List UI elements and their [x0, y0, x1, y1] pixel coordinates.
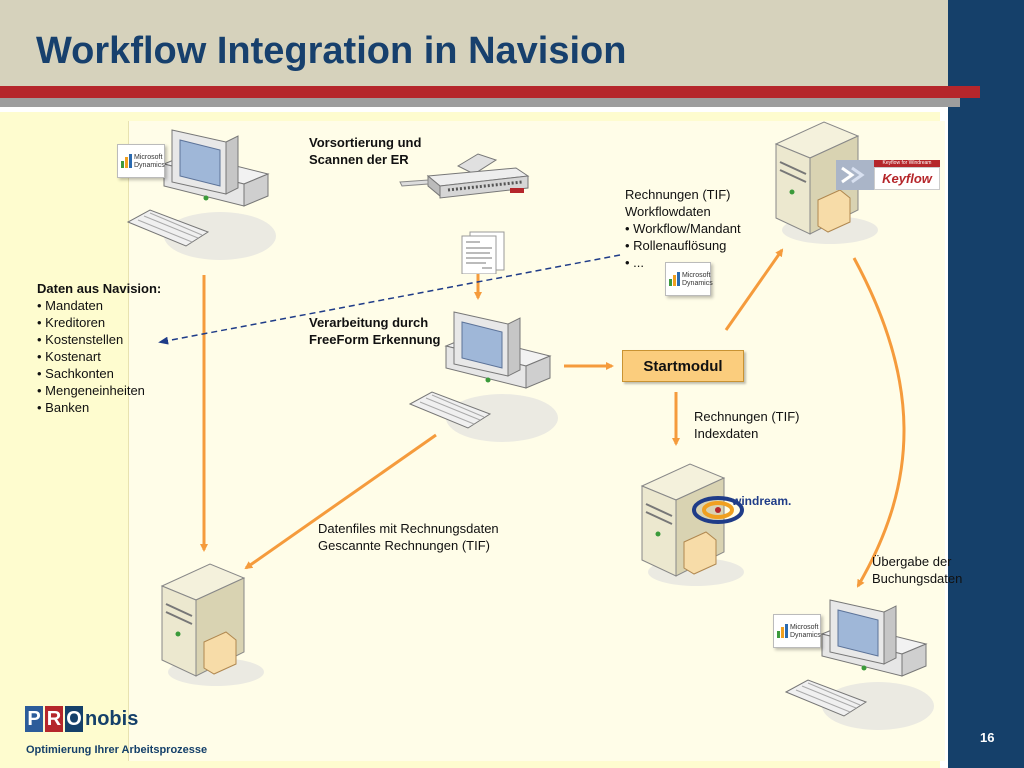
microsoft-text: Microsoft	[134, 154, 163, 161]
keyflow-wordmark: Keyflow	[874, 167, 940, 190]
navision-computer	[126, 129, 276, 260]
scan-label: Vorsortierung und Scannen der ER	[309, 135, 422, 167]
keyflow-swirl-icon	[841, 166, 865, 184]
windream-server	[640, 463, 744, 586]
uebergabe-label: Übergabe der Buchungsdaten	[872, 554, 963, 586]
windream-swirl-icon	[692, 496, 744, 524]
slide-title: Workflow Integration in Navision	[36, 30, 627, 72]
red-band	[0, 86, 980, 98]
arrow-startmodul-to-keyflow	[724, 248, 784, 331]
dynamics-text: Dynamics	[682, 280, 713, 287]
datafiles-label: Datenfiles mit Rechnungsdaten Gescannte …	[318, 521, 499, 553]
dynamics-icon	[669, 272, 680, 286]
document-icon	[461, 231, 505, 274]
freeform-label: Verarbeitung durch FreeForm Erkennung	[309, 315, 441, 347]
keyflow-banner: Keyflow for Windream	[874, 160, 940, 167]
startmodul-box: Startmodul	[622, 350, 744, 382]
microsoft-dynamics-logo-navision: Microsoft Dynamics	[117, 144, 165, 178]
file-server	[160, 563, 264, 686]
footer-tagline: Optimierung Ihrer Arbeitsprozesse	[26, 744, 208, 756]
keyflow-server	[774, 121, 878, 244]
pronobis-letter-r: R	[45, 706, 63, 732]
arrow-dashed-data	[158, 254, 621, 345]
microsoft-text: Microsoft	[790, 624, 819, 631]
side-panel	[948, 0, 1024, 768]
navision-heading: Daten aus Navision:	[37, 281, 162, 296]
keyflow-mark	[836, 160, 874, 190]
title-band	[0, 0, 960, 86]
microsoft-text: Microsoft	[682, 272, 711, 279]
pronobis-letter-p: P	[25, 706, 43, 732]
dynamics-text: Dynamics	[790, 632, 821, 639]
arrow-freeform-to-server	[244, 433, 437, 570]
freeform-computer	[408, 311, 558, 442]
dynamics-icon	[121, 154, 132, 168]
keyflow-logo: Keyflow for Windream Keyflow	[836, 160, 940, 190]
windream-wordmark: windream.	[732, 494, 792, 508]
pronobis-logo: P R O nobis	[25, 706, 145, 734]
windream-logo: windream.	[692, 492, 804, 526]
navision-data-list: • Mandaten • Kreditoren • Kostenstellen …	[37, 298, 145, 415]
pronobis-letter-o: O	[65, 706, 83, 732]
workflow-data-label: Rechnungen (TIF) Workflowdaten • Workflo…	[625, 187, 741, 270]
microsoft-dynamics-logo-workflow: Microsoft Dynamics	[665, 262, 713, 296]
arrow-keyflow-to-navision	[852, 257, 906, 588]
microsoft-dynamics-logo-booking: Microsoft Dynamics	[773, 614, 821, 648]
scanner-icon	[399, 153, 530, 199]
pronobis-wordmark: nobis	[85, 708, 139, 730]
dynamics-icon	[777, 624, 788, 638]
index-data-label: Rechnungen (TIF) Indexdaten	[694, 409, 800, 441]
dynamics-text: Dynamics	[134, 162, 165, 169]
booking-computer	[784, 599, 934, 730]
slide-number: 16	[980, 730, 995, 745]
grey-band	[0, 98, 960, 107]
